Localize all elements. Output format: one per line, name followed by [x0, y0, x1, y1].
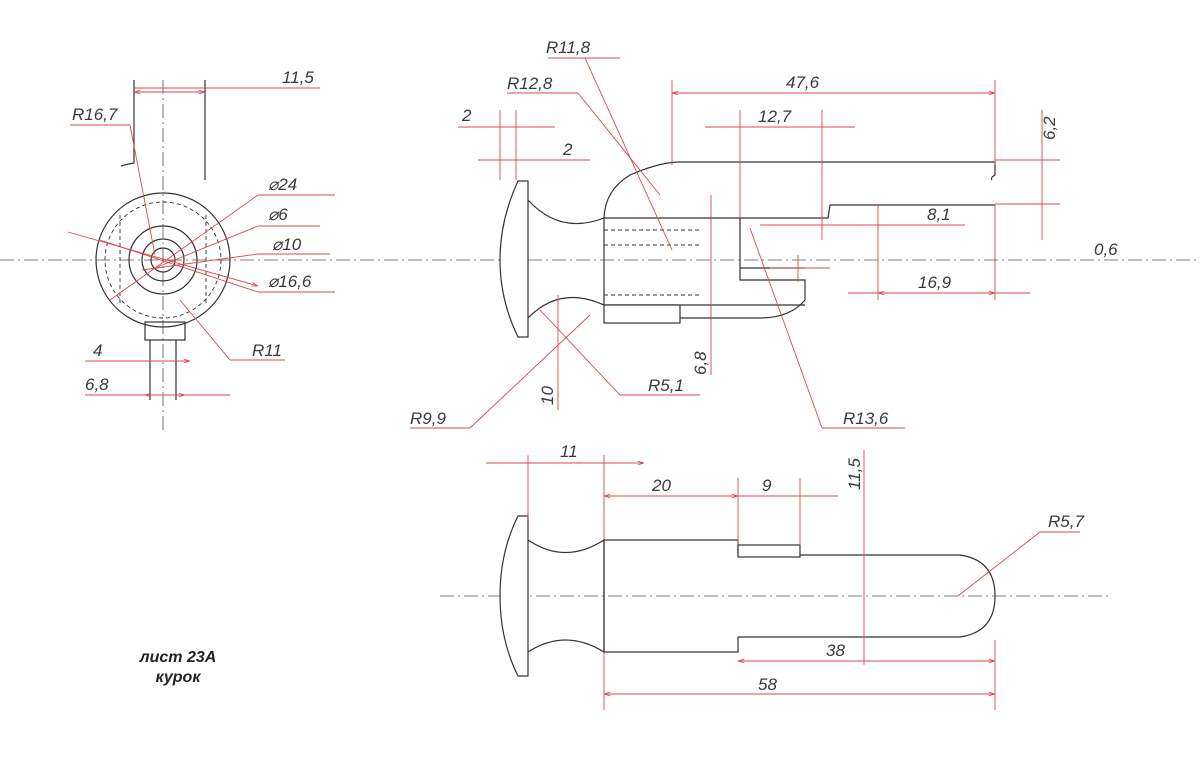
dim-r5-7: R5,7: [1048, 512, 1084, 531]
dim-r12-8: R12,8: [507, 74, 553, 93]
dim-r13-6: R13,6: [843, 409, 889, 428]
front-view-step: [740, 204, 995, 219]
dim-r11-8: R11,8: [546, 38, 591, 57]
dim-line: [957, 531, 1041, 597]
front-view: R11,8 R12,8 47,6 2 2 12,7 6,2 8,1 0,6 16…: [410, 38, 1118, 429]
dim-58: 58: [758, 675, 777, 694]
dim-20: 20: [651, 476, 671, 495]
dim-line: [539, 309, 621, 396]
dim-10: 10: [538, 386, 557, 405]
front-view-neck: [527, 199, 605, 319]
sheet-number-label: лист 23А: [139, 649, 217, 666]
dim-line: [469, 314, 591, 429]
dim-2-bottom: 2: [562, 140, 573, 159]
dim-6-2: 6,2: [1040, 116, 1059, 140]
dim-47-6: 47,6: [786, 73, 820, 92]
side-view-bottom-tab: [144, 321, 186, 341]
dim-8-1: 8,1: [927, 205, 951, 224]
dim-r9-9: R9,9: [410, 409, 446, 428]
side-view-stem-left: [120, 80, 135, 167]
dim-11-5-top: 11,5: [845, 458, 864, 490]
dim-38: 38: [826, 641, 845, 660]
top-view-key: [737, 544, 801, 558]
sheet-caption: лист 23А курок: [108, 648, 248, 688]
side-view-hidden-lines: [119, 215, 207, 305]
front-view-head: [499, 180, 529, 338]
dim-line: [749, 227, 823, 429]
dim-16-9: 16,9: [918, 273, 952, 292]
top-view: 11 20 9 11,5 R5,7 38 58: [440, 442, 1110, 710]
top-view-shaft: [603, 539, 996, 653]
dim-d10: ⌀10: [272, 235, 302, 254]
side-view: 11,5 R16,7 ⌀24 ⌀6 ⌀10 ⌀16,6 R11 4 6,8: [67, 68, 335, 430]
side-view-circle-16-6: [128, 225, 198, 295]
dim-9: 9: [762, 476, 772, 495]
dim-11: 11: [560, 442, 578, 461]
dim-line: [577, 92, 661, 196]
dim-r16-7: R16,7: [72, 105, 118, 124]
dim-r5-1: R5,1: [648, 376, 684, 395]
dim-2-top: 2: [461, 106, 472, 125]
dim-line: [99, 239, 259, 293]
dim-0-6: 0,6: [1094, 240, 1118, 259]
front-view-hidden-bore: [604, 229, 700, 296]
front-view-lower: [680, 218, 806, 319]
front-view-tab: [603, 304, 681, 324]
dim-6-8-side: 6,8: [85, 375, 109, 394]
dim-4: 4: [93, 341, 102, 360]
dim-line: [129, 124, 156, 256]
dim-12-7: 12,7: [758, 107, 792, 126]
dim-11-5-side: 11,5: [282, 68, 314, 87]
dim-d16-6: ⌀16,6: [268, 272, 312, 291]
dim-line: [67, 231, 258, 286]
front-view-arm-upper: [603, 161, 996, 219]
dim-r11: R11: [252, 341, 282, 360]
dim-line: [141, 253, 259, 271]
side-view-hidden-circle: [104, 201, 222, 319]
dim-line: [584, 57, 673, 251]
dim-6-8-front: 6,8: [691, 351, 710, 375]
dim-d6: ⌀6: [268, 205, 288, 224]
dim-line: [109, 194, 259, 301]
dim-line: [179, 299, 231, 361]
dim-d24: ⌀24: [268, 175, 297, 194]
top-view-head: [499, 515, 529, 677]
side-view-circle-10: [141, 238, 185, 282]
side-view-outer-circle: [95, 192, 231, 328]
part-name-label: курок: [155, 669, 201, 686]
dim-line: [154, 225, 259, 269]
